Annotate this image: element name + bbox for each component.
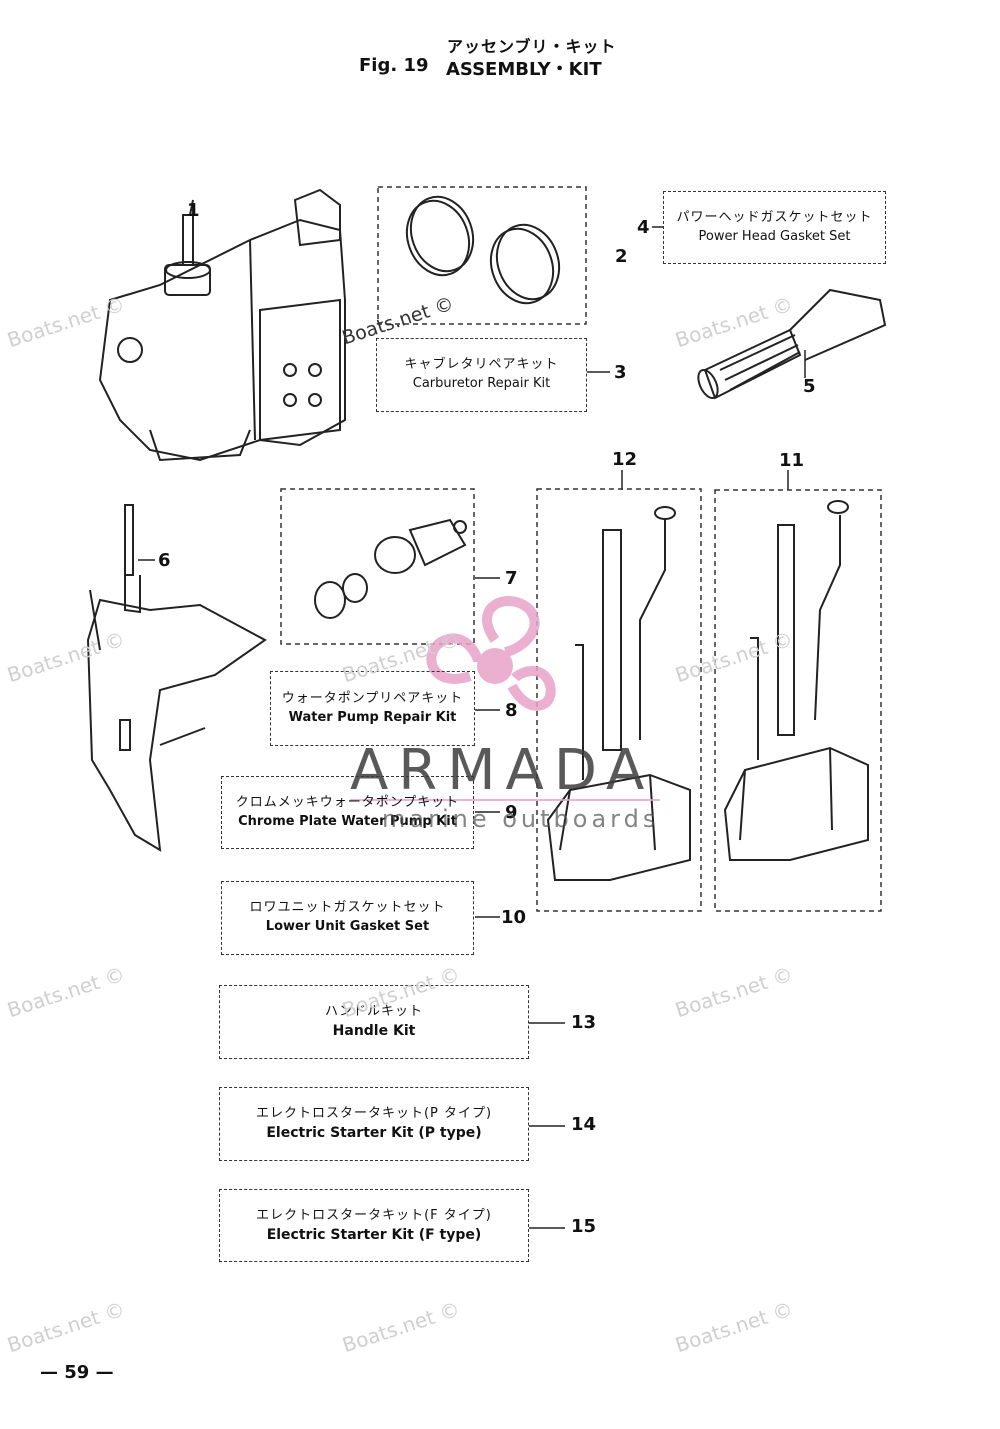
callout-11: 11	[779, 450, 805, 471]
kit-box-carburetor-repair: キャブレタリペアキット Carburetor Repair Kit	[376, 338, 587, 412]
drive-shaft-11-box	[714, 489, 882, 912]
kit-box-lower-unit-gasket: ロワユニットガスケットセット Lower Unit Gasket Set	[221, 881, 474, 955]
water-pump-parts-box	[280, 488, 475, 645]
kit-label-en: Handle Kit	[332, 1023, 416, 1039]
kit-label-jp: キャブレタリペアキット	[404, 357, 559, 372]
callout-1: 1	[187, 200, 200, 221]
kit-label-en: Chrome Plate Water Pump Kit	[238, 813, 457, 829]
kit-label-jp: パワーヘッドガスケットセット	[676, 209, 873, 225]
kit-label-jp: ハンドルキット	[324, 1004, 423, 1019]
kit-label-en: Lower Unit Gasket Set	[265, 919, 430, 934]
callout-14: 14	[571, 1114, 597, 1135]
kit-label-jp: ウォータポンプリペアキット	[281, 690, 464, 706]
kit-label-jp: エレクトロスタータキット(F タイプ)	[256, 1207, 492, 1223]
callout-10: 10	[501, 907, 527, 928]
kit-box-electric-starter-p: エレクトロスタータキット(P タイプ) Electric Starter Kit…	[219, 1087, 529, 1161]
kit-label-jp: クロムメッキウォータポンプキット	[235, 794, 460, 810]
callout-13: 13	[571, 1012, 597, 1033]
callout-2: 2	[615, 246, 628, 267]
page-number: — 59 —	[40, 1362, 114, 1383]
lower-unit-drawing	[86, 504, 267, 852]
brand-tagline: marine outboards	[382, 805, 660, 833]
title-english: ASSEMBLY・KIT	[446, 59, 602, 80]
handle-grip-drawing	[697, 288, 887, 400]
propeller-logo	[426, 596, 556, 711]
kit-label-en: Carburetor Repair Kit	[412, 376, 551, 391]
kit-label-en: Electric Starter Kit (F type)	[266, 1226, 482, 1243]
kit-label-en: Electric Starter Kit (P type)	[266, 1125, 482, 1141]
callout-9: 9	[505, 802, 518, 823]
brand-wordmark: ARMADA	[350, 738, 655, 803]
drive-shaft-11-drawing	[723, 500, 869, 861]
callout-6: 6	[158, 550, 171, 571]
callout-4: 4	[637, 217, 650, 238]
callout-8: 8	[505, 700, 518, 721]
piston-rings-drawing	[405, 195, 561, 305]
kit-label-en: Power Head Gasket Set	[698, 228, 851, 244]
callout-15: 15	[571, 1216, 597, 1237]
kit-box-power-head-gasket: パワーヘッドガスケットセット Power Head Gasket Set	[663, 191, 886, 264]
kit-box-electric-starter-f: エレクトロスタータキット(F タイプ) Electric Starter Kit…	[219, 1189, 529, 1262]
callout-7: 7	[505, 568, 518, 589]
piston-ring-box	[377, 186, 587, 325]
kit-box-water-pump-repair: ウォータポンプリペアキット Water Pump Repair Kit	[270, 671, 475, 746]
callout-3: 3	[614, 362, 627, 383]
kit-label-en: Water Pump Repair Kit	[288, 709, 457, 725]
title-japanese: アッセンブリ・キット	[447, 37, 617, 56]
power-head-drawing	[98, 188, 346, 462]
drive-shaft-12-drawing	[546, 506, 691, 881]
kit-label-jp: ロワユニットガスケットセット	[249, 900, 446, 915]
drive-shaft-12-box	[536, 488, 702, 912]
callout-5: 5	[803, 376, 816, 397]
callout-12: 12	[612, 449, 638, 470]
figure-number: Fig. 19	[359, 55, 429, 76]
kit-label-jp: エレクトロスタータキット(P タイプ)	[255, 1106, 493, 1121]
water-pump-drawing	[314, 518, 467, 619]
kit-box-handle: ハンドルキット Handle Kit	[219, 985, 529, 1059]
kit-box-chrome-plate-water-pump: クロムメッキウォータポンプキット Chrome Plate Water Pump…	[221, 776, 474, 849]
